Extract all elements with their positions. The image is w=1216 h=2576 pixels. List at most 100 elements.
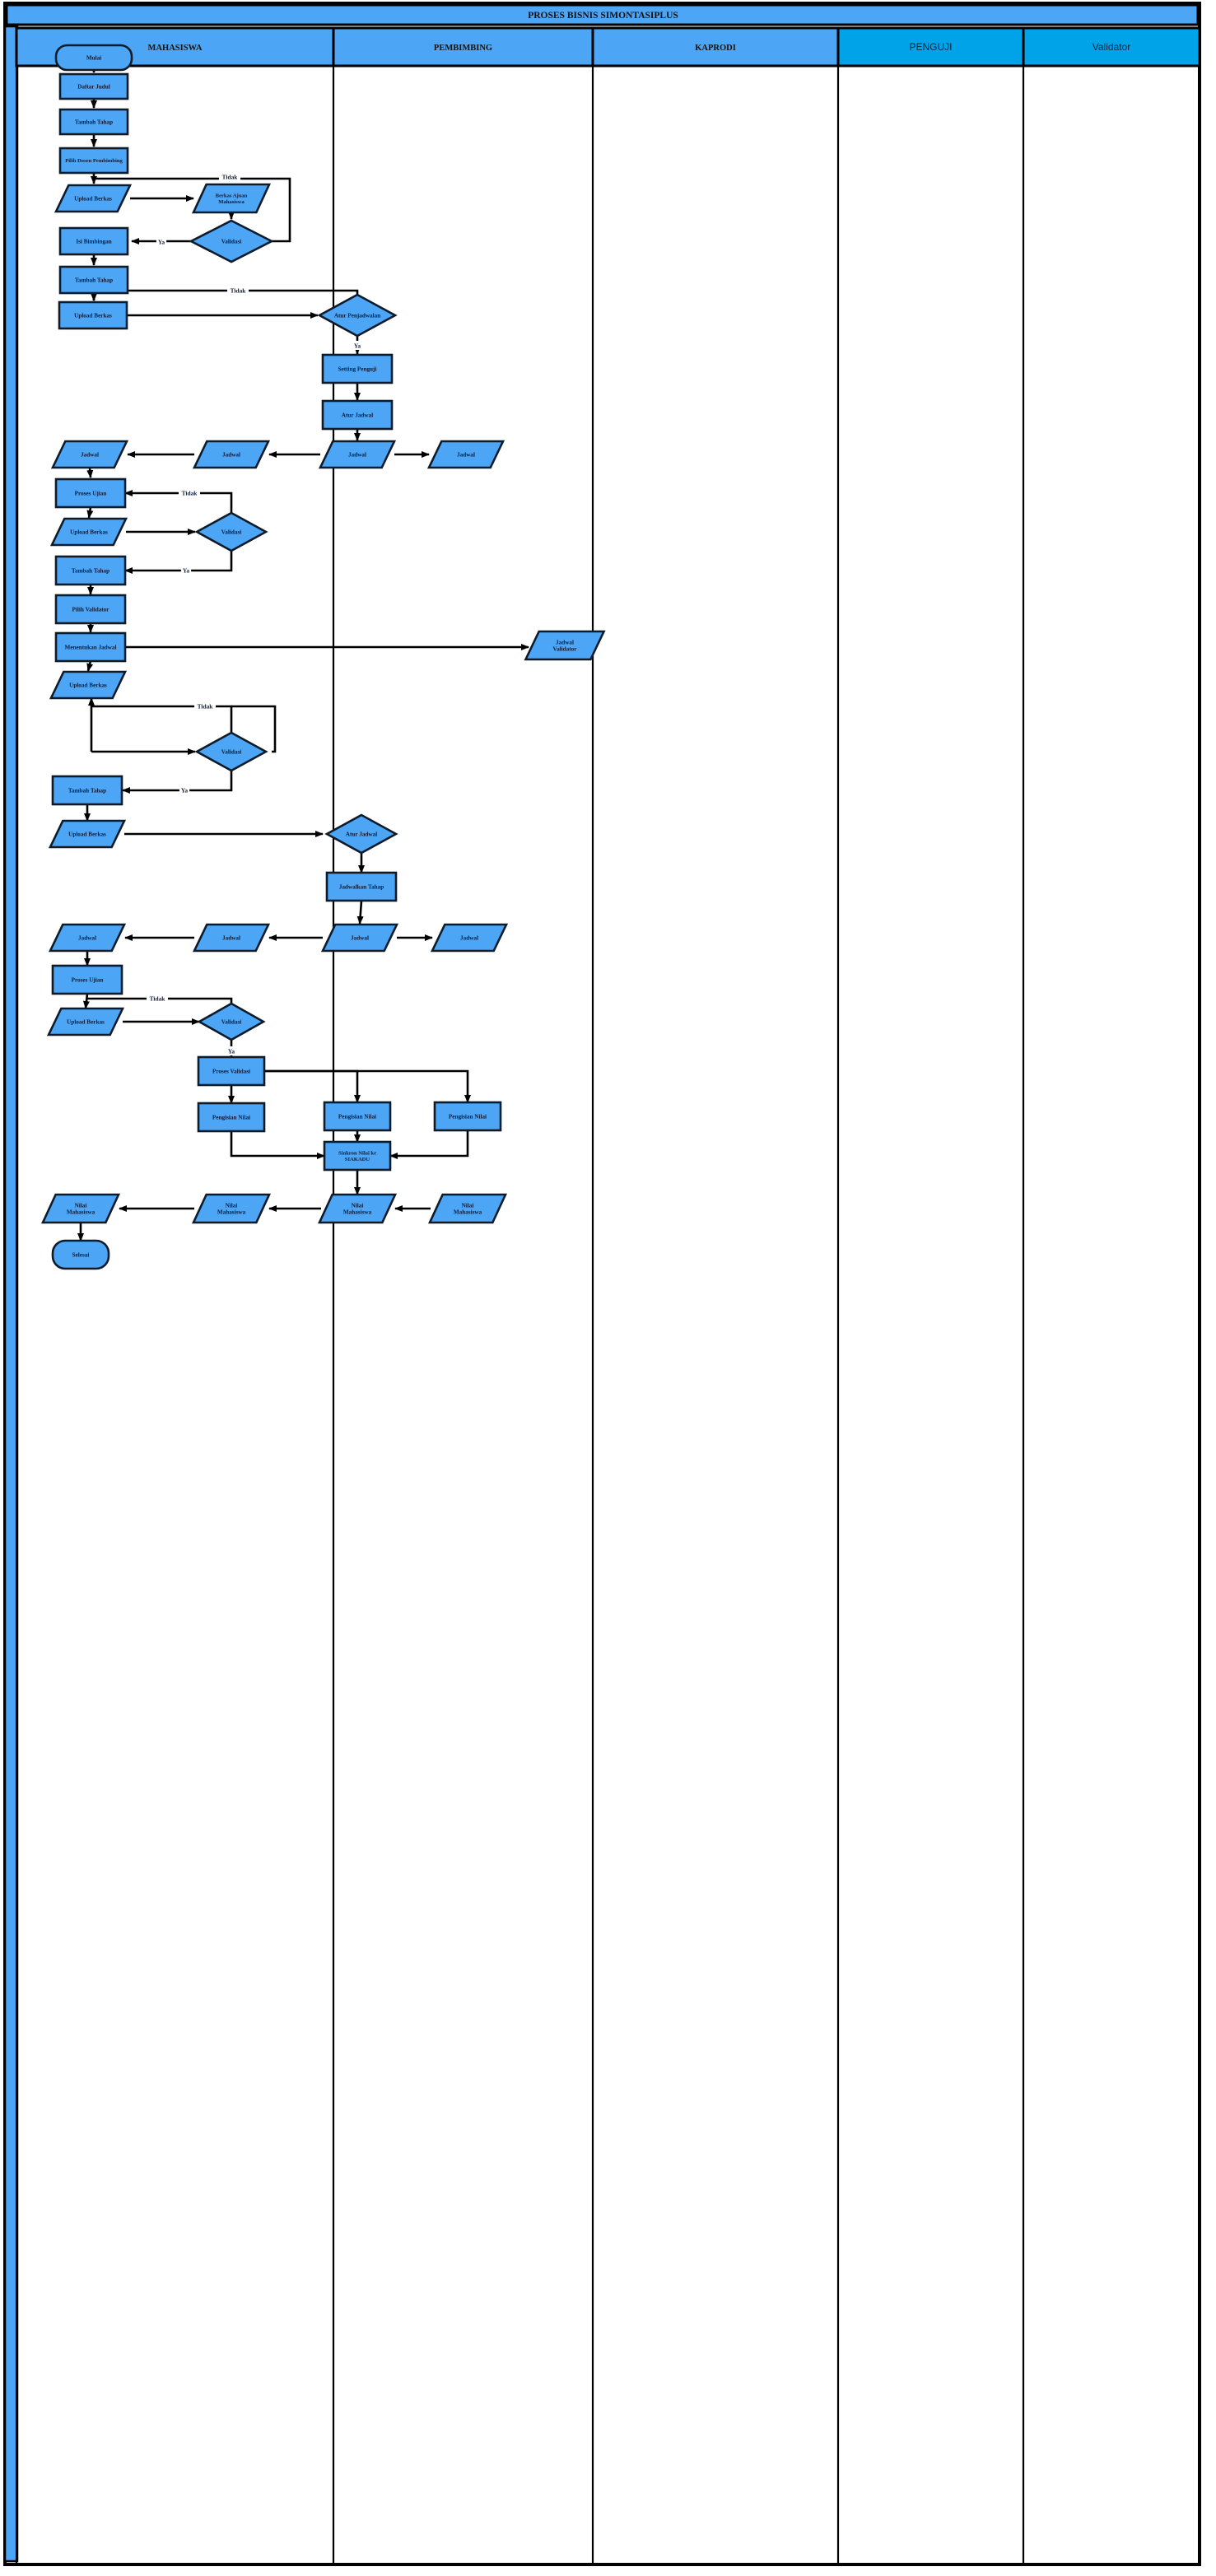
node-n36[interactable]: Upload Berkas — [46, 1007, 125, 1036]
edge-label-group: Ya — [180, 566, 192, 575]
node-n19[interactable]: Upload Berkas — [49, 517, 128, 547]
node-label-line: Selesai — [72, 1251, 90, 1258]
node-n41[interactable]: Pengisian Nilai — [433, 1101, 502, 1132]
data-parallelogram — [54, 184, 133, 213]
node-n2[interactable]: Daftar Judul — [58, 72, 129, 100]
node-n1[interactable]: Mulai — [54, 44, 133, 72]
edge-label-bg — [219, 172, 240, 181]
node-n10[interactable]: Upload Berkas — [58, 300, 128, 330]
node-n37[interactable]: Validasi — [197, 1002, 266, 1041]
lane-header-label-kaprodi: KAPRODI — [695, 44, 736, 53]
data-parallelogram — [49, 670, 128, 700]
process-box — [54, 477, 127, 509]
decision-diamond — [194, 511, 268, 552]
node-label-n22: Pilih Validator — [72, 606, 110, 613]
node-n22[interactable]: Pilih Validator — [54, 594, 127, 625]
data-parallelogram — [49, 517, 128, 547]
lane-header-penguji — [836, 26, 1025, 68]
node-label-n37: Validasi — [221, 1018, 242, 1025]
node-label-line: Validasi — [221, 529, 242, 535]
node-n35[interactable]: Proses Ujian — [51, 964, 123, 995]
node-n5[interactable]: Upload Berkas — [54, 184, 133, 213]
node-label-line: Berkas Ajuan — [216, 193, 248, 199]
data-parallelogram — [191, 1193, 272, 1224]
node-n14[interactable]: Jadwal — [318, 440, 397, 469]
node-n38[interactable]: Proses Validasi — [197, 1055, 266, 1087]
node-label-n9: Tambah Tahap — [75, 277, 113, 283]
node-label-n33: Jadwal — [222, 934, 240, 941]
edge-pengisian1-sinkron — [230, 1131, 325, 1159]
node-n34[interactable]: Jadwal — [48, 923, 127, 953]
node-n29[interactable]: Atur Jadwal — [324, 813, 398, 855]
node-n15[interactable]: Jadwal — [426, 440, 506, 469]
node-n31[interactable]: Jadwal — [320, 923, 399, 953]
node-label-n4: Pilih Dosen Pembimbing — [65, 158, 123, 164]
node-label-line: Mahasiswa — [454, 1209, 482, 1215]
process-box — [197, 1102, 266, 1133]
edge-label-bg — [226, 1046, 237, 1055]
node-label-n31: Jadwal — [351, 934, 369, 941]
node-label-line: Pengisian Nilai — [212, 1114, 250, 1120]
node-label-line: Upload Berkas — [69, 682, 107, 688]
node-n28[interactable]: Upload Berkas — [48, 819, 127, 849]
node-n8[interactable]: Isi Bimbingan — [58, 226, 129, 256]
node-n17[interactable]: Jadwal — [50, 440, 129, 469]
node-n18[interactable]: Proses Ujian — [54, 477, 127, 509]
node-n40[interactable]: Pengisian Nilai — [323, 1101, 392, 1132]
node-label-line: SIAKADU — [345, 1157, 370, 1162]
node-n32[interactable]: Jadwal — [430, 923, 509, 953]
node-n23[interactable]: Menentukan Jadwal — [54, 631, 127, 663]
node-n26[interactable]: Validasi — [194, 731, 268, 772]
node-label-line: Menentukan Jadwal — [65, 644, 117, 650]
process-box — [197, 1055, 266, 1087]
node-n27[interactable]: Tambah Tahap — [51, 775, 123, 806]
diagram-outer-frame — [3, 2, 1201, 2566]
node-n16[interactable]: Jadwal — [192, 440, 271, 469]
node-n39[interactable]: Pengisian Nilai — [197, 1102, 266, 1133]
node-label-n10: Upload Berkas — [74, 312, 112, 319]
node-n20[interactable]: Validasi — [194, 511, 268, 552]
data-parallelogram — [430, 923, 509, 953]
edge-aturpenj-tidak — [91, 289, 359, 301]
node-n4[interactable]: Pilih Dosen Pembimbing — [58, 147, 129, 175]
node-n11[interactable]: Atur Penjadwalan — [317, 293, 398, 338]
node-n3[interactable]: Tambah Tahap — [58, 108, 129, 136]
node-n13[interactable]: Atur Jadwal — [321, 399, 394, 431]
diagram-title-band — [5, 3, 1200, 26]
node-n30[interactable]: Jadwalkan Tahap — [325, 871, 398, 902]
node-n47[interactable]: Selesai — [51, 1239, 110, 1270]
data-parallelogram — [50, 440, 129, 469]
edge-label-group: Tidak — [179, 488, 200, 497]
edge-prosesvalidasi-pengisian3 — [264, 1069, 471, 1103]
node-n12[interactable]: Setting Penguji — [321, 353, 394, 384]
edge-label-8: Tidak — [150, 995, 166, 1003]
node-n7[interactable]: Validasi — [189, 219, 274, 263]
node-n33[interactable]: Jadwal — [192, 923, 271, 953]
node-n21[interactable]: Tambah Tahap — [54, 555, 127, 586]
process-box — [321, 399, 394, 431]
node-n9[interactable]: Tambah Tahap — [58, 265, 129, 295]
node-label-n1: Mulai — [86, 54, 101, 61]
edge-label-group: Tidak — [194, 701, 216, 710]
process-box — [51, 775, 123, 806]
node-n25[interactable]: Upload Berkas — [49, 670, 128, 700]
lane-header-kaprodi — [591, 26, 840, 68]
node-label-n40: Pengisian Nilai — [338, 1113, 376, 1120]
edge-prosesujian-upload3 — [86, 506, 94, 519]
data-parallelogram — [48, 819, 127, 849]
node-label-n11: Atur Penjadwalan — [334, 312, 380, 319]
node-label-line: Mahasiswa — [217, 1209, 246, 1215]
edge-validasi2-tidak — [124, 490, 233, 513]
edge-label-group: Tidak — [219, 172, 240, 181]
node-label-line: Jadwal — [556, 639, 574, 645]
process-box — [51, 964, 123, 995]
